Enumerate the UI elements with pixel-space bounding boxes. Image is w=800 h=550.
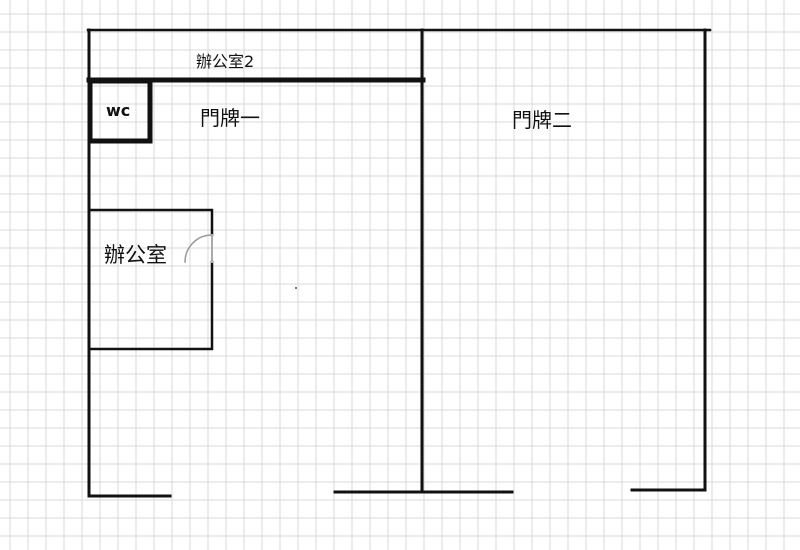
room-label-wc: wc — [106, 101, 131, 120]
office-door-arc — [184, 234, 213, 263]
room-label-office2: 辦公室2 — [196, 52, 255, 71]
room-label-unit1: 門牌一 — [200, 106, 260, 130]
office-room-walls — [87, 208, 214, 351]
wc-room — [87, 78, 153, 144]
room-label-office: 辦公室 — [104, 243, 167, 267]
room-label-unit2: 門牌二 — [512, 108, 572, 132]
marker-dot — [295, 287, 297, 289]
